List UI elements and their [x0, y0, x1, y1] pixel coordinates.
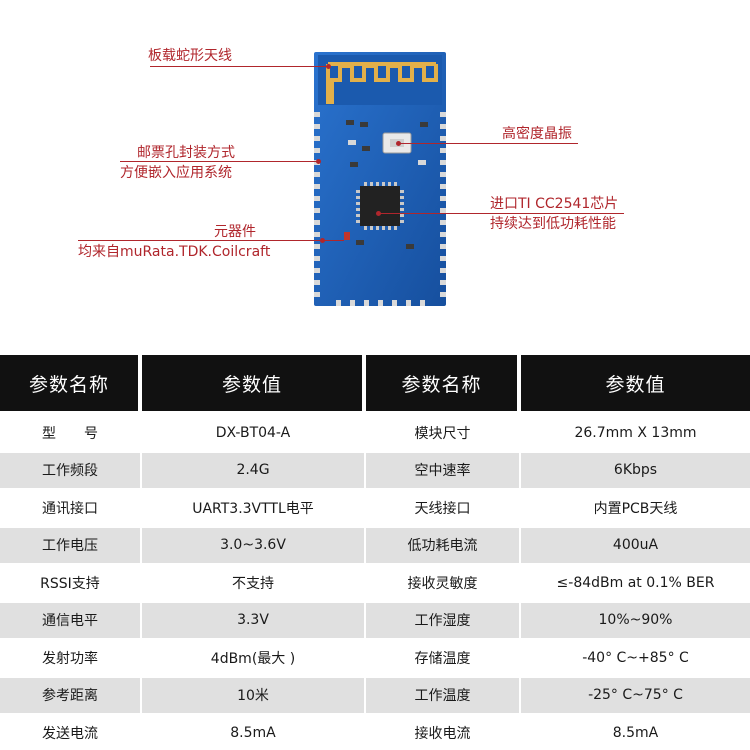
- param-name-cell: 型 号: [42, 425, 98, 442]
- crystal-callout: 高密度晶振: [502, 126, 572, 142]
- param-value-cell: 26.7mm X 13mm: [574, 424, 697, 441]
- table-row: 工作电压 3.0~3.6V 低功耗电流 400uA: [0, 527, 750, 563]
- param-name-cell: 工作湿度: [414, 613, 471, 629]
- table-row: 通信电平 3.3V 工作湿度 10%~90%: [0, 602, 750, 638]
- param-value-cell: 10%~90%: [598, 612, 673, 628]
- cc2541-chip: [360, 186, 400, 226]
- spec-table: 参数名称 参数值 参数名称 参数值 型 号 DX-BT04-A 模块尺寸 26.7mm…: [0, 355, 750, 750]
- chip-leader: [378, 213, 624, 214]
- chip-leader-dot: [376, 211, 381, 216]
- components-leader-dot: [320, 238, 325, 243]
- param-name-cell: 工作温度: [414, 688, 471, 704]
- table-row: 工作频段 2.4G 空中速率 6Kbps: [0, 452, 750, 488]
- param-name-cell: 接收电流: [414, 725, 471, 742]
- param-value-cell: 内置PCB天线: [593, 500, 678, 517]
- param-name-cell: 发送电流: [42, 725, 98, 742]
- param-name-cell: 存储温度: [414, 650, 471, 667]
- serpentine-antenna-trace: [326, 62, 438, 82]
- header-param-value-1: 参数值: [142, 355, 362, 411]
- param-value-cell: 10米: [237, 688, 269, 704]
- pcb-board: [314, 52, 446, 306]
- param-name-cell: 通信电平: [42, 613, 98, 629]
- passive-components: [344, 120, 428, 249]
- components-callout-line1: 元器件: [214, 224, 256, 240]
- param-name-cell: 参考距离: [42, 688, 98, 704]
- antenna-leader: [150, 66, 328, 67]
- chip-callout-line2: 持续达到低功耗性能: [490, 216, 616, 232]
- param-value-cell: 2.4G: [236, 462, 270, 478]
- header-param-name-1: 参数名称: [0, 355, 138, 411]
- param-name-cell: 天线接口: [414, 500, 471, 517]
- param-name-cell: 模块尺寸: [414, 425, 471, 442]
- crystal-leader-dot: [396, 141, 401, 146]
- param-value-cell: 8.5mA: [230, 724, 276, 741]
- antenna-leader-dot: [326, 64, 331, 69]
- table-row: 发射功率 4dBm(最大 ) 存储温度 -40° C~+85° C: [0, 640, 750, 675]
- stamp-hole-pads-right: [440, 112, 446, 297]
- header-param-value-2: 参数值: [521, 355, 750, 411]
- param-name-cell: 低功耗电流: [407, 538, 478, 554]
- table-row: 通讯接口 UART3.3VTTL电平 天线接口 内置PCB天线: [0, 490, 750, 525]
- param-value-cell: ≤-84dBm at 0.1% BER: [556, 574, 715, 591]
- column-divider: [140, 411, 142, 750]
- param-value-cell: DX-BT04-A: [215, 424, 291, 441]
- param-name-cell: 工作频段: [42, 463, 98, 479]
- stamp-callout-line1: 邮票孔封装方式: [137, 145, 235, 161]
- param-value-cell: 不支持: [232, 575, 274, 592]
- header-param-name-2: 参数名称: [366, 355, 517, 411]
- param-name-cell: 发射功率: [42, 650, 98, 667]
- column-divider: [519, 411, 521, 750]
- param-value-cell: 3.3V: [237, 612, 269, 628]
- stamp-hole-pads-left: [314, 112, 320, 297]
- param-name-cell: 接收灵敏度: [407, 575, 478, 592]
- param-value-cell: 8.5mA: [612, 724, 659, 741]
- module-diagram: 板载蛇形天线 邮票孔封装方式 方便嵌入应用系统 元器件 均来自muRata.TD…: [0, 0, 750, 355]
- column-divider: [364, 411, 366, 750]
- param-name-cell: 空中速率: [414, 463, 471, 479]
- param-name-cell: 通讯接口: [42, 500, 98, 517]
- components-callout-line2: 均来自muRata.TDK.Coilcraft: [78, 244, 271, 260]
- table-row: RSSI支持 不支持 接收灵敏度 ≤-84dBm at 0.1% BER: [0, 565, 750, 600]
- param-value-cell: 4dBm(最大 ): [210, 650, 296, 667]
- table-row: 参考距离 10米 工作温度 -25° C~75° C: [0, 677, 750, 713]
- components-leader: [78, 240, 344, 241]
- param-value-cell: 3.0~3.6V: [220, 537, 286, 553]
- param-value-cell: -40° C~+85° C: [582, 649, 689, 666]
- param-value-cell: -25° C~75° C: [588, 687, 683, 703]
- param-value-cell: UART3.3VTTL电平: [192, 500, 314, 517]
- stamp-hole-pads-bottom: [336, 300, 425, 306]
- stamp-leader: [120, 161, 318, 162]
- antenna-feed: [326, 82, 334, 104]
- table-row: 发送电流 8.5mA 接收电流 8.5mA: [0, 715, 750, 750]
- param-value-cell: 6Kbps: [613, 462, 658, 478]
- param-value-cell: 400uA: [612, 537, 659, 553]
- param-name-cell: RSSI支持: [40, 575, 100, 592]
- bluetooth-module-board: [314, 52, 446, 306]
- param-name-cell: 工作电压: [42, 538, 98, 554]
- stamp-leader-dot: [316, 159, 321, 164]
- antenna-callout: 板载蛇形天线: [148, 48, 232, 64]
- stamp-callout-line2: 方便嵌入应用系统: [120, 165, 232, 181]
- chip-callout-line1: 进口TI CC2541芯片: [490, 196, 619, 212]
- crystal-leader: [398, 143, 578, 144]
- table-row: 型 号 DX-BT04-A 模块尺寸 26.7mm X 13mm: [0, 415, 750, 450]
